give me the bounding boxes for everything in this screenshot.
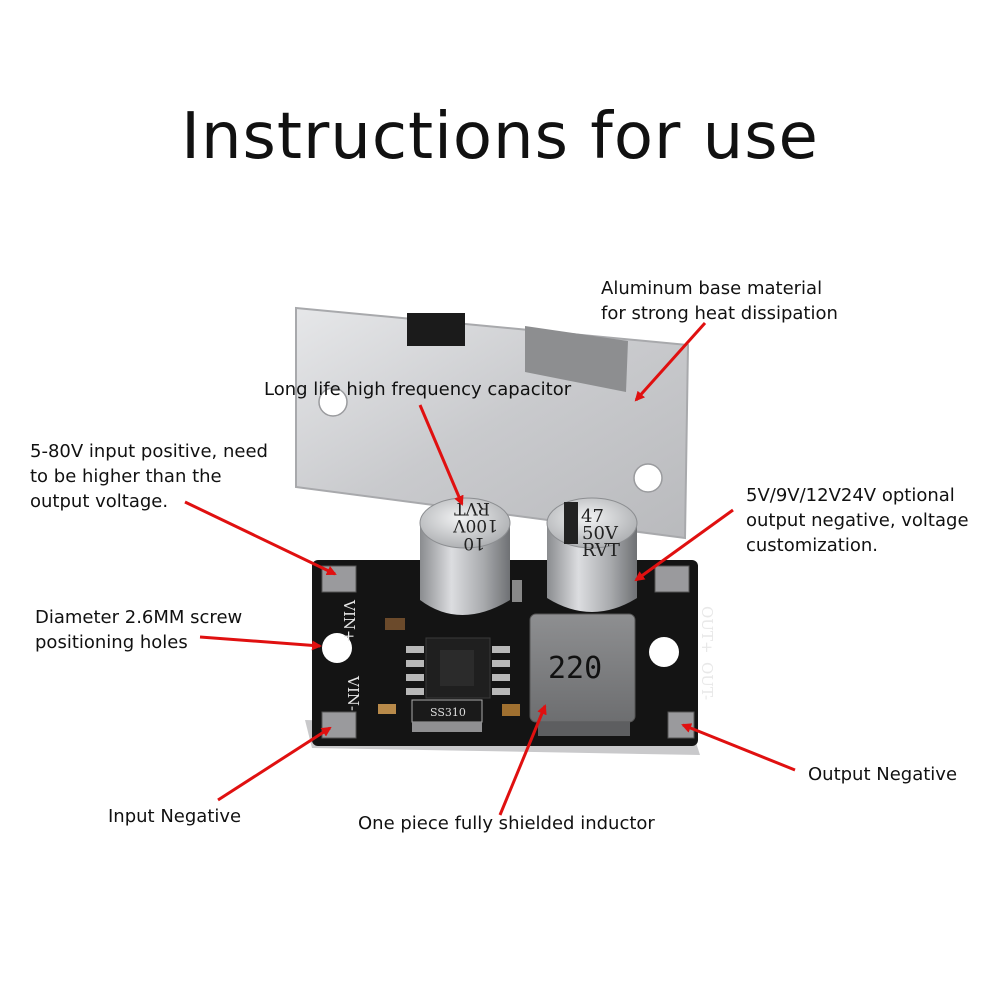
- svg-text:OUT+: OUT+: [698, 606, 716, 654]
- label-capacitor: Long life high frequency capacitor: [264, 379, 572, 400]
- screw-hole-right: [649, 637, 679, 667]
- arrow-input-positive: [184, 500, 337, 576]
- label-input-negative: Input Negative: [108, 806, 242, 827]
- plate-hole-right: [633, 463, 663, 493]
- svg-text:VIN+: VIN+: [340, 599, 358, 642]
- svg-text:SS310: SS310: [430, 706, 466, 719]
- svg-text:220: 220: [548, 651, 602, 686]
- capacitor-right: 47 50V RVT: [546, 497, 638, 612]
- svg-text:50V: 50V: [582, 523, 619, 544]
- label-output-negative: Output Negative: [808, 764, 958, 785]
- annotation-arrows: [184, 321, 796, 816]
- arrow-input-negative: [217, 726, 332, 802]
- svg-text:RVT: RVT: [582, 540, 620, 561]
- page-title: Instructions for use: [181, 100, 819, 174]
- svg-text:RVT: RVT: [454, 498, 490, 518]
- label-screw-holes: Diameter 2.6MM screw positioning holes: [35, 607, 243, 653]
- label-output-optional: 5V/9V/12V24V optional output negative, v…: [746, 485, 969, 556]
- svg-text:47: 47: [581, 506, 604, 527]
- label-aluminum: Aluminum base material for strong heat d…: [601, 278, 838, 324]
- arrow-screw-holes: [199, 635, 322, 651]
- label-inductor: One piece fully shielded inductor: [358, 813, 655, 834]
- svg-text:OUT-: OUT-: [698, 662, 716, 700]
- svg-text:VIN-: VIN-: [344, 675, 362, 711]
- arrow-inductor: [498, 704, 547, 816]
- arrow-output-optional: [634, 508, 734, 582]
- svg-text:10: 10: [463, 533, 485, 553]
- inductor: 220: [529, 613, 636, 736]
- label-input-positive: 5-80V input positive, need to be higher …: [30, 441, 268, 512]
- capacitor-left: 10 100V RVT: [419, 497, 511, 615]
- pcb-board: VIN+ VIN- OUT+ OUT- SS310: [305, 560, 716, 755]
- pad-out-plus: [654, 565, 690, 593]
- plate-hole-left: [318, 387, 348, 417]
- pad-out-minus: [667, 711, 695, 739]
- pad-vin-minus: [321, 711, 357, 739]
- arrow-output-negative: [681, 723, 796, 772]
- svg-text:100V: 100V: [453, 515, 498, 535]
- arrow-capacitor: [418, 404, 464, 506]
- aluminum-plate: [295, 306, 690, 540]
- screw-hole-left: [322, 633, 352, 663]
- arrow-aluminum: [634, 321, 707, 402]
